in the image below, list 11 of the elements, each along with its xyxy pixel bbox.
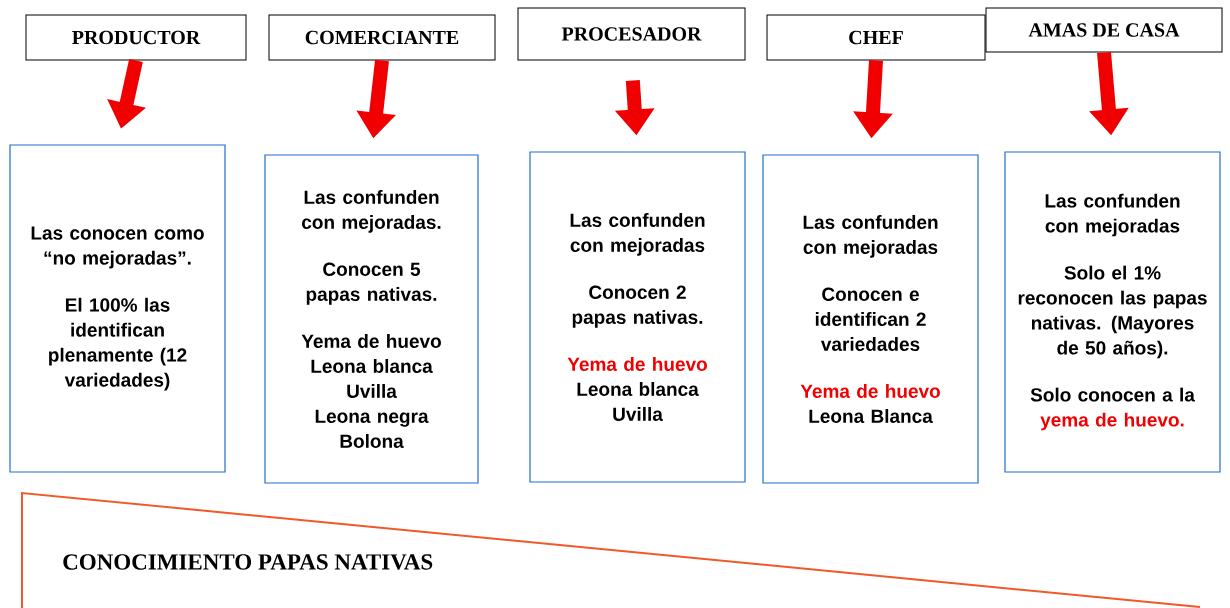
header-box: COMERCIANTE: [268, 14, 496, 61]
text-box: Las confunden con mejoradas Conocen 2 papas nativas. Yema de huevo Leona blanca Uvilla: [529, 151, 746, 483]
triangle-band: CONOCIMIENTO PAPAS NATIVAS: [21, 491, 1201, 608]
header-box: PRODUCTOR: [25, 14, 247, 61]
text-box: Las confunden con mejoradas Solo el 1% reconocen las papas nativas. (Mayores de 50 años). Solo conocen a la yema de huevo.: [1004, 151, 1221, 473]
header-box: CHEF: [766, 14, 986, 61]
text-box: Las conocen como “no mejoradas”. El 100% las identifican plenamente (12 variedades): [9, 144, 226, 473]
text-box: Las confunden con mejoradas Conocen e identifican 2 variedades Yema de huevo Leona Blanca: [762, 154, 979, 484]
text-box: Las confunden con mejoradas. Conocen 5 papas nativas. Yema de huevo Leona blanca Uvilla Leona negra Bolona: [264, 154, 479, 484]
header-box: AMAS DE CASA: [985, 7, 1223, 53]
header-box: PROCESADOR: [517, 7, 746, 61]
